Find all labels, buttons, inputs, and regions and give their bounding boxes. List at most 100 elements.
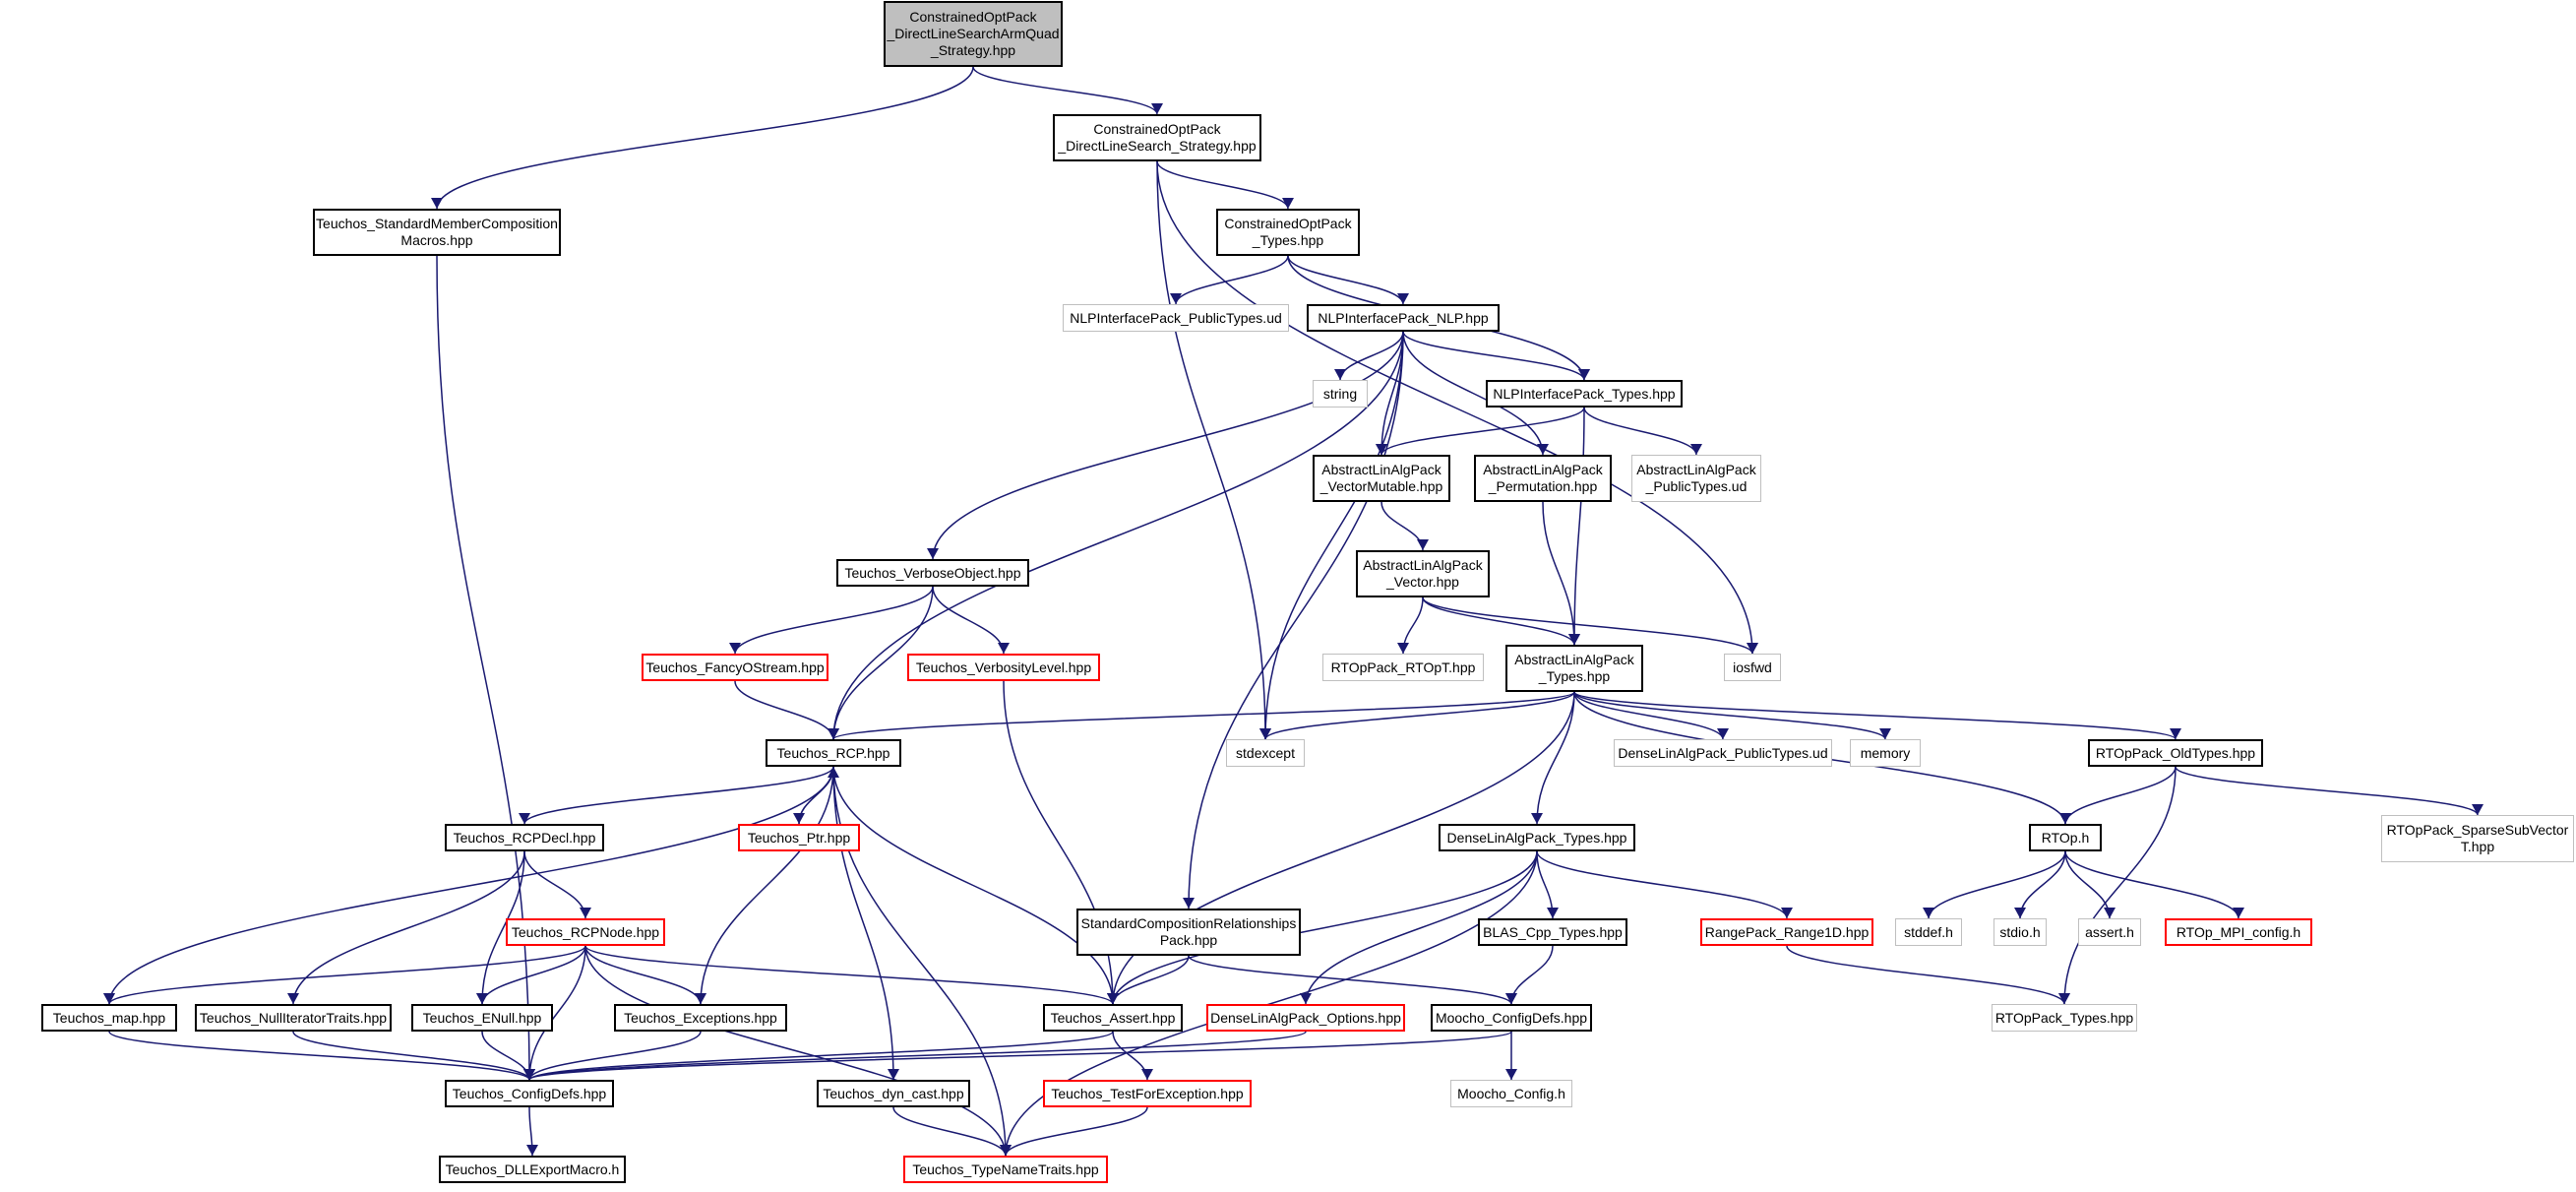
- edge-rcp-rcpdecl: [523, 766, 834, 825]
- node-typename[interactable]: Teuchos_TypeNameTraits.hpp: [903, 1156, 1108, 1183]
- node-smcm[interactable]: Teuchos_StandardMemberComposition Macros…: [313, 209, 561, 256]
- node-vecmut[interactable]: AbstractLinAlgPack _VectorMutable.hpp: [1313, 455, 1450, 502]
- node-range[interactable]: RangePack_Range1D.hpp: [1700, 918, 1873, 946]
- node-nlp-types[interactable]: NLPInterfacePack_Types.hpp: [1486, 380, 1683, 408]
- node-rcpnode[interactable]: Teuchos_RCPNode.hpp: [506, 918, 665, 946]
- node-alap-types[interactable]: AbstractLinAlgPack _Types.hpp: [1505, 645, 1643, 692]
- edge-alap_types-dlap_pub: [1573, 691, 1724, 740]
- edge-map-configdefs: [108, 1031, 530, 1081]
- arrowhead-configdefs-dll: [526, 1145, 538, 1156]
- node-alap-pub[interactable]: AbstractLinAlgPack _PublicTypes.ud: [1631, 455, 1761, 502]
- arrowhead-vector-rtopt: [1397, 643, 1409, 654]
- node-rcp[interactable]: Teuchos_RCP.hpp: [766, 739, 901, 767]
- arrowhead-cop_types-nlp: [1397, 293, 1409, 304]
- edge-blas-moocho_cd: [1510, 945, 1554, 1005]
- node-verbose[interactable]: Teuchos_VerboseObject.hpp: [836, 559, 1029, 587]
- node-testexc[interactable]: Teuchos_TestForException.hpp: [1043, 1080, 1252, 1107]
- arrowhead-nlp_types-vecmut: [1376, 444, 1387, 455]
- edge-vector-alap_types: [1422, 596, 1575, 646]
- node-stdexcept[interactable]: stdexcept: [1226, 739, 1305, 767]
- node-stddef[interactable]: stddef.h: [1895, 918, 1962, 946]
- edge-nlp_types-alap_types: [1573, 407, 1585, 646]
- arrowhead-dlap_types-range: [1781, 908, 1793, 918]
- node-mpi[interactable]: RTOp_MPI_config.h: [2165, 918, 2312, 946]
- edge-rtop-stddef: [1928, 850, 2066, 919]
- arrowhead-dls-cop_types: [1282, 198, 1294, 209]
- edge-ptr-rcp: [798, 766, 834, 825]
- arrowhead-cop_types-nlp_pub: [1170, 293, 1182, 304]
- arrowhead-alap_types-dlap_pub: [1717, 728, 1729, 739]
- edge-scr-tassert: [1112, 955, 1190, 1005]
- node-cop-types[interactable]: ConstrainedOptPack _Types.hpp: [1216, 209, 1360, 256]
- edge-dlap_opt-configdefs: [528, 1031, 1307, 1081]
- edge-exceptions-configdefs: [528, 1031, 702, 1081]
- arrowhead-vector-alap_types: [1568, 634, 1580, 645]
- arrowhead-root-dls: [1151, 103, 1163, 114]
- node-blas[interactable]: BLAS_Cpp_Types.hpp: [1478, 918, 1627, 946]
- node-sparse[interactable]: RTOpPack_SparseSubVector T.hpp: [2381, 815, 2574, 862]
- arrowhead-nlp-perm: [1537, 444, 1549, 455]
- node-memory[interactable]: memory: [1850, 739, 1921, 767]
- node-nulliter[interactable]: Teuchos_NullIteratorTraits.hpp: [195, 1004, 392, 1032]
- node-nlp-pub[interactable]: NLPInterfacePack_PublicTypes.ud: [1063, 304, 1289, 332]
- arrowhead-verbose-verblev: [998, 643, 1010, 654]
- arrowhead-rtop-stddef: [1923, 908, 1934, 918]
- arrowhead-ptr-rcp: [828, 767, 839, 778]
- arrowhead-oldtypes-sparse: [2472, 804, 2484, 815]
- arrowhead-moocho_cd-moocho_cfg: [1505, 1069, 1517, 1080]
- arrowhead-rcp-rcpdecl: [519, 813, 530, 824]
- node-ptr[interactable]: Teuchos_Ptr.hpp: [738, 824, 860, 851]
- node-dyncast[interactable]: Teuchos_dyn_cast.hpp: [817, 1080, 970, 1107]
- node-root[interactable]: ConstrainedOptPack _DirectLineSearchArmQ…: [884, 1, 1063, 67]
- arrowhead-rcpnode-enull: [476, 993, 488, 1004]
- node-dlap-opt[interactable]: DenseLinAlgPack_Options.hpp: [1206, 1004, 1405, 1032]
- edge-rcpnode-map: [108, 945, 586, 1005]
- edge-smcm-configdefs: [436, 255, 530, 1081]
- node-tassert[interactable]: Teuchos_Assert.hpp: [1043, 1004, 1183, 1032]
- node-rtopt[interactable]: RTOpPack_RTOpT.hpp: [1322, 654, 1484, 681]
- arrowhead-verbose-fancy: [729, 643, 741, 654]
- node-moocho-cd[interactable]: Moocho_ConfigDefs.hpp: [1431, 1004, 1592, 1032]
- edge-dls-stdexcept: [1156, 160, 1266, 740]
- node-oldtypes[interactable]: RTOpPack_OldTypes.hpp: [2088, 739, 2263, 767]
- edge-vector-iosfwd: [1422, 596, 1753, 655]
- arrowhead-range-rtop_types: [2058, 993, 2070, 1004]
- arrowhead-nlp-scr: [1183, 898, 1195, 909]
- node-rtop[interactable]: RTOp.h: [2029, 824, 2102, 851]
- node-stdio[interactable]: stdio.h: [1993, 918, 2047, 946]
- node-dll[interactable]: Teuchos_DLLExportMacro.h: [439, 1156, 626, 1183]
- arrowhead-oldtypes-rtop: [2059, 813, 2071, 824]
- arrowhead-alap_types-dlap_types: [1531, 813, 1543, 824]
- arrowhead-dlap_types-dlap_opt: [1300, 993, 1312, 1004]
- node-rcpdecl[interactable]: Teuchos_RCPDecl.hpp: [445, 824, 604, 851]
- arrowhead-dlap_types-blas: [1547, 908, 1559, 918]
- arrowhead-rcpnode-map: [103, 993, 115, 1004]
- node-string[interactable]: string: [1313, 380, 1368, 408]
- node-moocho-cfg[interactable]: Moocho_Config.h: [1450, 1080, 1572, 1107]
- node-exceptions[interactable]: Teuchos_Exceptions.hpp: [614, 1004, 787, 1032]
- node-scr[interactable]: StandardCompositionRelationships Pack.hp…: [1076, 909, 1301, 956]
- node-verblev[interactable]: Teuchos_VerbosityLevel.hpp: [907, 654, 1100, 681]
- edge-verbose-verblev: [932, 586, 1005, 655]
- node-assert[interactable]: assert.h: [2078, 918, 2141, 946]
- node-configdefs[interactable]: Teuchos_ConfigDefs.hpp: [445, 1080, 614, 1107]
- node-dls[interactable]: ConstrainedOptPack _DirectLineSearch_Str…: [1053, 114, 1261, 161]
- node-iosfwd[interactable]: iosfwd: [1724, 654, 1781, 681]
- node-fancy[interactable]: Teuchos_FancyOStream.hpp: [642, 654, 828, 681]
- edge-verbose-fancy: [734, 586, 934, 655]
- edge-dyncast-typename: [892, 1106, 1007, 1157]
- edge-nlp-rcp: [832, 331, 1404, 740]
- node-enull[interactable]: Teuchos_ENull.hpp: [411, 1004, 553, 1032]
- node-map[interactable]: Teuchos_map.hpp: [41, 1004, 177, 1032]
- node-perm[interactable]: AbstractLinAlgPack _Permutation.hpp: [1474, 455, 1612, 502]
- node-vector[interactable]: AbstractLinAlgPack _Vector.hpp: [1356, 550, 1490, 597]
- edge-fancy-rcp: [734, 680, 834, 740]
- node-nlp[interactable]: NLPInterfacePack_NLP.hpp: [1307, 304, 1500, 332]
- edge-verbose-rcp: [832, 586, 934, 740]
- edge-moocho_cd-configdefs: [528, 1031, 1512, 1081]
- node-dlap-pub[interactable]: DenseLinAlgPack_PublicTypes.ud: [1614, 739, 1832, 767]
- node-rtop-types[interactable]: RTOpPack_Types.hpp: [1992, 1004, 2137, 1032]
- edge-alap_types-dlap_types: [1536, 691, 1575, 825]
- node-dlap-types[interactable]: DenseLinAlgPack_Types.hpp: [1439, 824, 1635, 851]
- arrowhead-rcpnode-exceptions: [695, 993, 706, 1004]
